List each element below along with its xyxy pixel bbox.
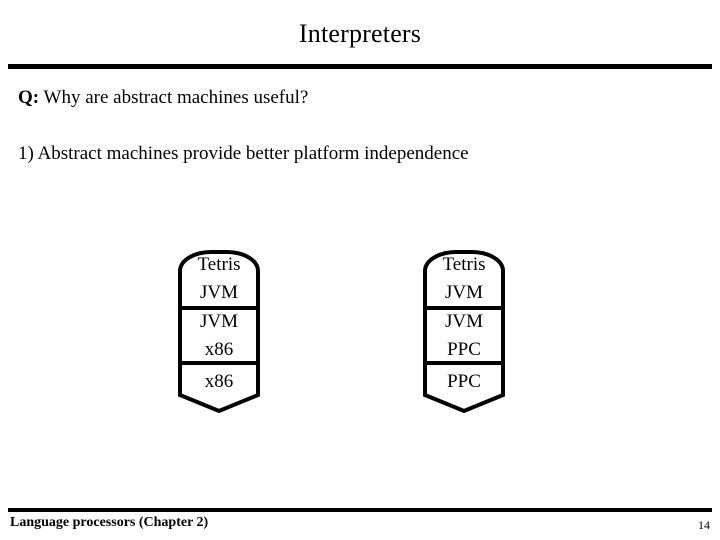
question-line: Q: Why are abstract machines useful? xyxy=(18,86,308,110)
stack-layer-label: x86 xyxy=(204,371,234,392)
question-text: Why are abstract machines useful? xyxy=(39,87,309,108)
stack-shape-icon xyxy=(423,250,505,414)
stack-layer-label: JVM xyxy=(199,311,238,332)
stack-layer-label: PPC xyxy=(447,371,481,392)
title-divider xyxy=(8,64,712,69)
stack-layer-label: x86 xyxy=(204,339,234,360)
footer-divider xyxy=(8,508,712,512)
question-label: Q: xyxy=(18,87,40,108)
stack-layer-label: Tetris xyxy=(197,254,241,275)
footer-text: Language processors (Chapter 2) xyxy=(10,515,209,530)
stack-layer-label: JVM xyxy=(444,311,483,332)
diagram-stack-x86: Tetris JVM JVM x86 x86 xyxy=(139,243,299,418)
stack-shape-icon xyxy=(178,250,260,414)
stack-layer-label: JVM xyxy=(444,282,483,303)
page-title: Interpreters xyxy=(298,19,422,48)
diagram-stack-ppc: Tetris JVM JVM PPC PPC xyxy=(384,243,544,418)
page-number: 14 xyxy=(698,518,710,532)
stack-layer-label: Tetris xyxy=(442,254,486,275)
bullet-point-1: 1) Abstract machines provide better plat… xyxy=(18,143,469,164)
stack-layer-label: JVM xyxy=(199,282,238,303)
stack-layer-label: PPC xyxy=(447,339,481,360)
